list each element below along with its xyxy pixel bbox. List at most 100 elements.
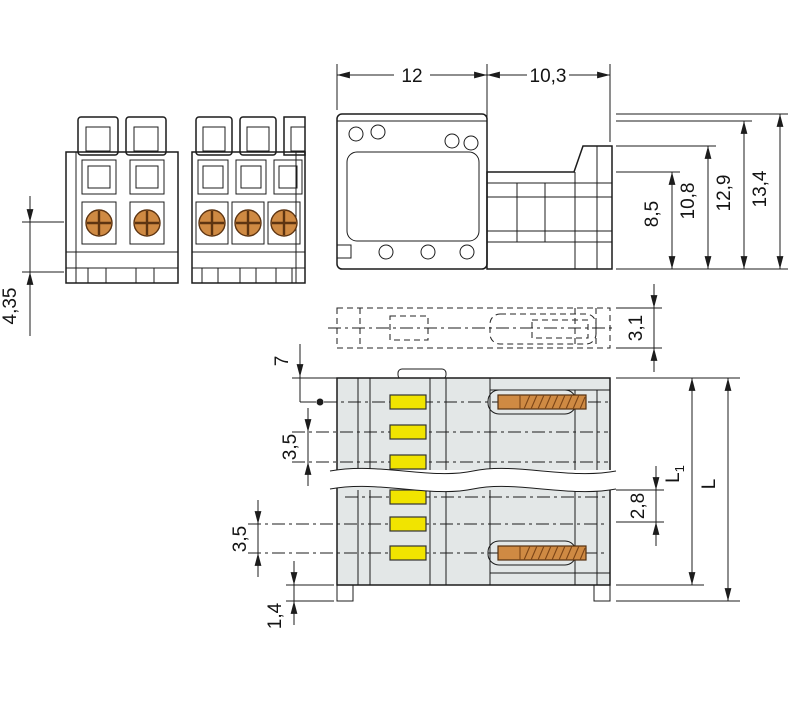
latch-window <box>202 126 226 152</box>
latch-window <box>246 126 270 152</box>
plan-upper-wall-lines <box>357 378 610 470</box>
dim-foot-height: 1,4 <box>265 561 334 629</box>
hole <box>420 244 436 260</box>
hole <box>459 244 475 260</box>
contact-spring <box>87 165 111 189</box>
dim-label-h-total: 13,4 <box>750 170 771 207</box>
datum-dot <box>316 398 324 406</box>
dim-pitch-upper: 3,5 <box>280 408 312 486</box>
break-line <box>329 485 617 493</box>
dims-side-heights: 8,5 10,8 12,9 13,4 <box>616 113 788 270</box>
dim-label-front-height: 4,35 <box>0 288 21 325</box>
foot <box>275 267 293 284</box>
contact-pad <box>389 394 427 410</box>
dim-label-h-body: 12,9 <box>714 175 735 212</box>
front-view-1 <box>65 116 179 284</box>
phantom-slot <box>489 313 597 345</box>
hole <box>444 133 460 149</box>
dim-label-h-contact: 8,5 <box>642 201 663 227</box>
dim-l1: L1 <box>616 377 740 586</box>
dim-label-foot-height: 1,4 <box>265 602 286 629</box>
hole <box>348 126 364 142</box>
dim-label-phantom-offset: 3,1 <box>626 315 647 341</box>
extension-lines <box>616 377 740 586</box>
screw-slot-icon <box>236 211 260 235</box>
housing-panel <box>346 151 480 242</box>
contact-pad <box>389 489 427 505</box>
dim-label-h-latch: 10,8 <box>678 183 699 220</box>
latch-window <box>85 126 111 152</box>
solder-pin <box>497 545 587 561</box>
contact-spring <box>202 165 224 189</box>
plan-lower-wall-lines <box>357 490 610 585</box>
latch-window <box>133 126 159 152</box>
housing-notch <box>336 244 352 259</box>
latch-tab <box>195 116 233 156</box>
screw-cavity <box>195 201 229 245</box>
dim-housing-width: 12 <box>336 64 611 168</box>
dim-label-pitch-upper: 3,5 <box>280 434 301 460</box>
contact-pad <box>389 516 427 532</box>
plan-body-upper <box>337 378 610 470</box>
dim-label-l1: L1 <box>663 465 687 483</box>
latch-tab <box>125 116 167 156</box>
dim-label-housing-width: 12 <box>401 66 422 87</box>
contact-spring <box>135 165 159 189</box>
hole <box>463 135 479 151</box>
screw-slot-icon <box>272 211 296 235</box>
plan-view <box>248 368 617 602</box>
contact-pad <box>389 545 427 561</box>
plug-lines <box>487 146 612 269</box>
contact-window <box>129 159 165 195</box>
latch-window <box>290 126 306 152</box>
contact-window <box>81 159 117 195</box>
extension-lines <box>286 584 334 602</box>
latch-tab <box>283 116 306 156</box>
contact-window <box>273 159 303 195</box>
dim-front-height: 4,35 <box>0 196 64 336</box>
front-view-2 <box>191 116 306 284</box>
foot <box>201 267 219 284</box>
contact-spring <box>278 165 298 189</box>
screw-cavity <box>267 201 301 245</box>
contact-pad <box>389 454 427 470</box>
connector-body <box>65 151 179 284</box>
extension-lines <box>22 221 64 273</box>
dim-slot-width: 2,8 <box>616 466 664 546</box>
pin-hatch <box>519 394 586 410</box>
hole <box>378 244 394 260</box>
foot <box>336 584 354 602</box>
contact-pad <box>389 424 427 440</box>
screw-slot-icon <box>135 211 159 235</box>
extension-lines <box>616 113 788 270</box>
screw-cavity <box>231 201 265 245</box>
dim-phantom-offset: 3,1 <box>616 284 662 372</box>
hole <box>370 124 386 140</box>
plan-phantom-view <box>328 307 616 349</box>
dim-label-plug-width: 10,3 <box>530 66 567 87</box>
dim-label-pitch-lower: 3,5 <box>230 526 251 552</box>
screw-cavity <box>81 201 117 245</box>
solder-pin <box>497 394 587 410</box>
dim-l: L <box>616 378 740 602</box>
foot <box>239 267 257 284</box>
screw-slot-icon <box>87 211 111 235</box>
dim-pitch-lower: 3,5 <box>230 500 262 577</box>
break-line <box>329 467 617 475</box>
contact-window <box>235 159 267 195</box>
latch-tab <box>239 116 277 156</box>
pin-hatch <box>519 545 586 561</box>
row-centerlines <box>248 401 608 554</box>
foot <box>87 267 107 284</box>
dim-label-slot-width: 2,8 <box>628 493 649 519</box>
foot <box>593 584 611 602</box>
dim-label-pin-length: 7 <box>272 356 293 367</box>
contact-window <box>197 159 229 195</box>
dim-pin-length: 7 <box>272 344 338 406</box>
latch-tab <box>77 116 119 156</box>
screw-cavity <box>129 201 165 245</box>
plan-body-edges <box>336 377 611 586</box>
plan-body-lower <box>337 487 610 585</box>
